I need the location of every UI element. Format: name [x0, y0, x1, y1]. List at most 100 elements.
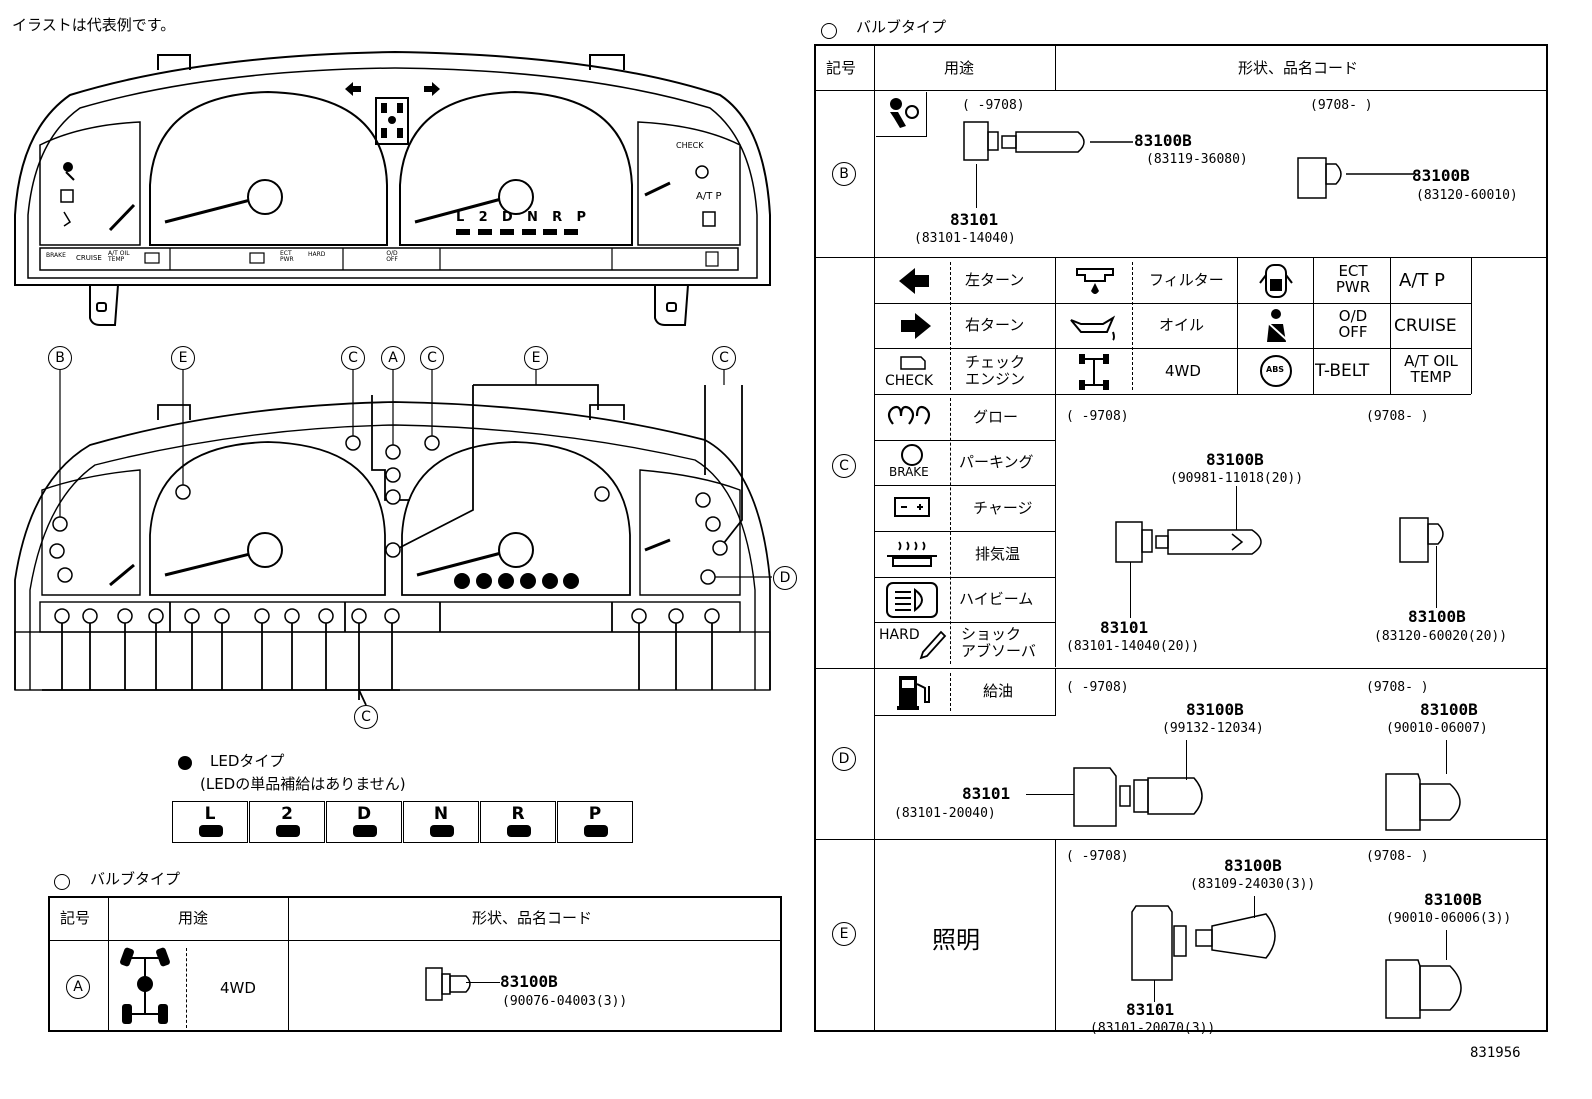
left-arrow-icon	[899, 268, 929, 294]
airbag-icon-box	[876, 92, 927, 137]
label-right-turn: 右ターン	[965, 316, 1025, 334]
symbol-a: A	[66, 975, 90, 999]
code-c-left: (90981-11018(20))	[1170, 471, 1304, 486]
header-use: 用途	[944, 59, 975, 77]
strip-ect-pwr: ECT PWR	[280, 250, 294, 263]
strip-at-oil-temp: A/T OIL TEMP	[108, 250, 130, 263]
range-right-c: (9708- )	[1366, 409, 1429, 424]
oil-can-icon	[1070, 315, 1116, 341]
part-83101-d: 83101	[962, 784, 1011, 803]
label-parking: パーキング	[959, 453, 1034, 471]
label-glow: グロー	[973, 408, 1019, 426]
socket-bulb-icon-c-right	[1399, 517, 1444, 563]
led-cell: L	[172, 801, 248, 843]
4wd-small-icon	[1079, 354, 1109, 390]
header-part-code: 形状、品名コード	[472, 909, 593, 927]
exhaust-temp-icon	[887, 541, 937, 567]
range-left-b: ( -9708)	[962, 98, 1025, 113]
illustration-note: イラストは代表例です。	[12, 16, 176, 34]
header-symbol: 記号	[60, 909, 91, 927]
code-e-right: (90010-06006(3))	[1386, 911, 1512, 926]
right-table-heading: バルブタイプ	[856, 18, 947, 36]
symbol-e: E	[832, 922, 856, 946]
code-e-left: (83109-24030(3))	[1190, 877, 1316, 892]
strip-brake: BRAKE	[46, 252, 66, 259]
callout-b: B	[48, 346, 72, 370]
fuel-cell: 給油	[875, 669, 1056, 716]
heading-circle-icon	[54, 874, 70, 890]
range-right-b: (9708- )	[1310, 98, 1373, 113]
use-4wd: 4WD	[220, 979, 256, 997]
check-icon-text: CHECK	[885, 373, 934, 389]
part-83101-b: 83101	[950, 210, 999, 229]
airbag-icon	[890, 98, 919, 128]
socket-bulb-icon-b	[963, 121, 1133, 161]
socket-bulb-icon-b-right	[1297, 157, 1414, 199]
callout-e-right: E	[524, 346, 548, 370]
door-open-icon	[1259, 264, 1293, 298]
right-bulb-table: 記号 用途 形状、品名コード B ( -9708) (9708- ) 83100…	[814, 44, 1548, 1035]
brake-icon-text: BRAKE	[889, 465, 929, 479]
gear-indicator: L 2 D N R P	[456, 210, 586, 225]
code-b-right: (83120-60010)	[1416, 188, 1518, 203]
hard-icon-text: HARD	[879, 627, 920, 643]
label-high-beam: ハイビーム	[959, 590, 1034, 608]
symbol-b: B	[832, 162, 856, 186]
code-a: (90076-04003(3))	[502, 994, 628, 1009]
t-belt-text: T-BELT	[1315, 361, 1370, 381]
socket-bulb-icon-e	[1131, 905, 1276, 981]
doc-id: 831956	[1470, 1045, 1521, 1061]
code-b-left: (83119-36080)	[1146, 152, 1248, 167]
glow-plug-icon	[887, 405, 931, 425]
header-use: 用途	[178, 909, 209, 927]
strip-hard: HARD	[308, 251, 326, 258]
range-left-d: ( -9708)	[1066, 680, 1129, 695]
label-4wd: 4WD	[1165, 362, 1201, 380]
range-right-e: (9708- )	[1366, 849, 1429, 864]
part-83100b-c-left: 83100B	[1206, 450, 1264, 469]
left-table-heading: バルブタイプ	[90, 870, 181, 888]
part-83100b-a: 83100B	[500, 972, 558, 991]
label-oil: オイル	[1159, 316, 1205, 334]
at-p-label: A/T P	[696, 191, 722, 202]
part-83100b-e-left: 83100B	[1224, 856, 1282, 875]
led-subtitle: (LEDの単品補給はありません)	[200, 775, 406, 793]
check-label: CHECK	[676, 141, 704, 150]
range-left-c: ( -9708)	[1066, 409, 1129, 424]
callout-c-1: C	[341, 346, 365, 370]
range-left-e: ( -9708)	[1066, 849, 1129, 864]
part-83101-e: 83101	[1126, 1000, 1175, 1019]
od-off-text: O/D OFF	[1338, 307, 1368, 341]
led-cell: R	[480, 801, 556, 843]
brake-icon	[901, 444, 923, 466]
callout-d: D	[773, 566, 797, 590]
led-title: LEDタイプ	[210, 752, 285, 770]
code-b-socket: (83101-14040)	[914, 231, 1016, 246]
part-83100b-d-left: 83100B	[1186, 700, 1244, 719]
code-c-socket: (83101-14040(20))	[1066, 639, 1200, 654]
label-filter: フィルター	[1149, 271, 1224, 289]
callout-c-3: C	[712, 346, 736, 370]
part-83100b-b-left: 83100B	[1134, 131, 1192, 150]
part-83100b-b-right: 83100B	[1412, 166, 1470, 185]
callout-e-left: E	[171, 346, 195, 370]
label-shock-absorber: ショック アブソーバ	[961, 625, 1036, 660]
battery-icon	[894, 497, 930, 517]
right-arrow-icon	[901, 313, 931, 339]
part-83100b-e-right: 83100B	[1424, 890, 1482, 909]
at-p-text: A/T P	[1399, 270, 1445, 291]
part-83100b-c-right: 83100B	[1408, 607, 1466, 626]
led-cell: 2	[249, 801, 325, 843]
check-engine-icon	[900, 356, 926, 370]
fuel-pump-icon	[897, 676, 930, 710]
label-fuel: 給油	[983, 682, 1014, 700]
at-oil-temp-text: A/T OIL TEMP	[1404, 352, 1458, 386]
led-cell: N	[403, 801, 479, 843]
code-d-socket: (83101-20040)	[894, 806, 996, 821]
led-cell: P	[557, 801, 633, 843]
socket-bulb-icon-d-right	[1385, 773, 1461, 831]
heading-circle-icon	[821, 23, 837, 39]
indicator-grid: 左ターン 右ターン CHECK チェック エンジン フィルター オイル 4WD …	[875, 258, 1472, 395]
part-83100b-d-right: 83100B	[1420, 700, 1478, 719]
